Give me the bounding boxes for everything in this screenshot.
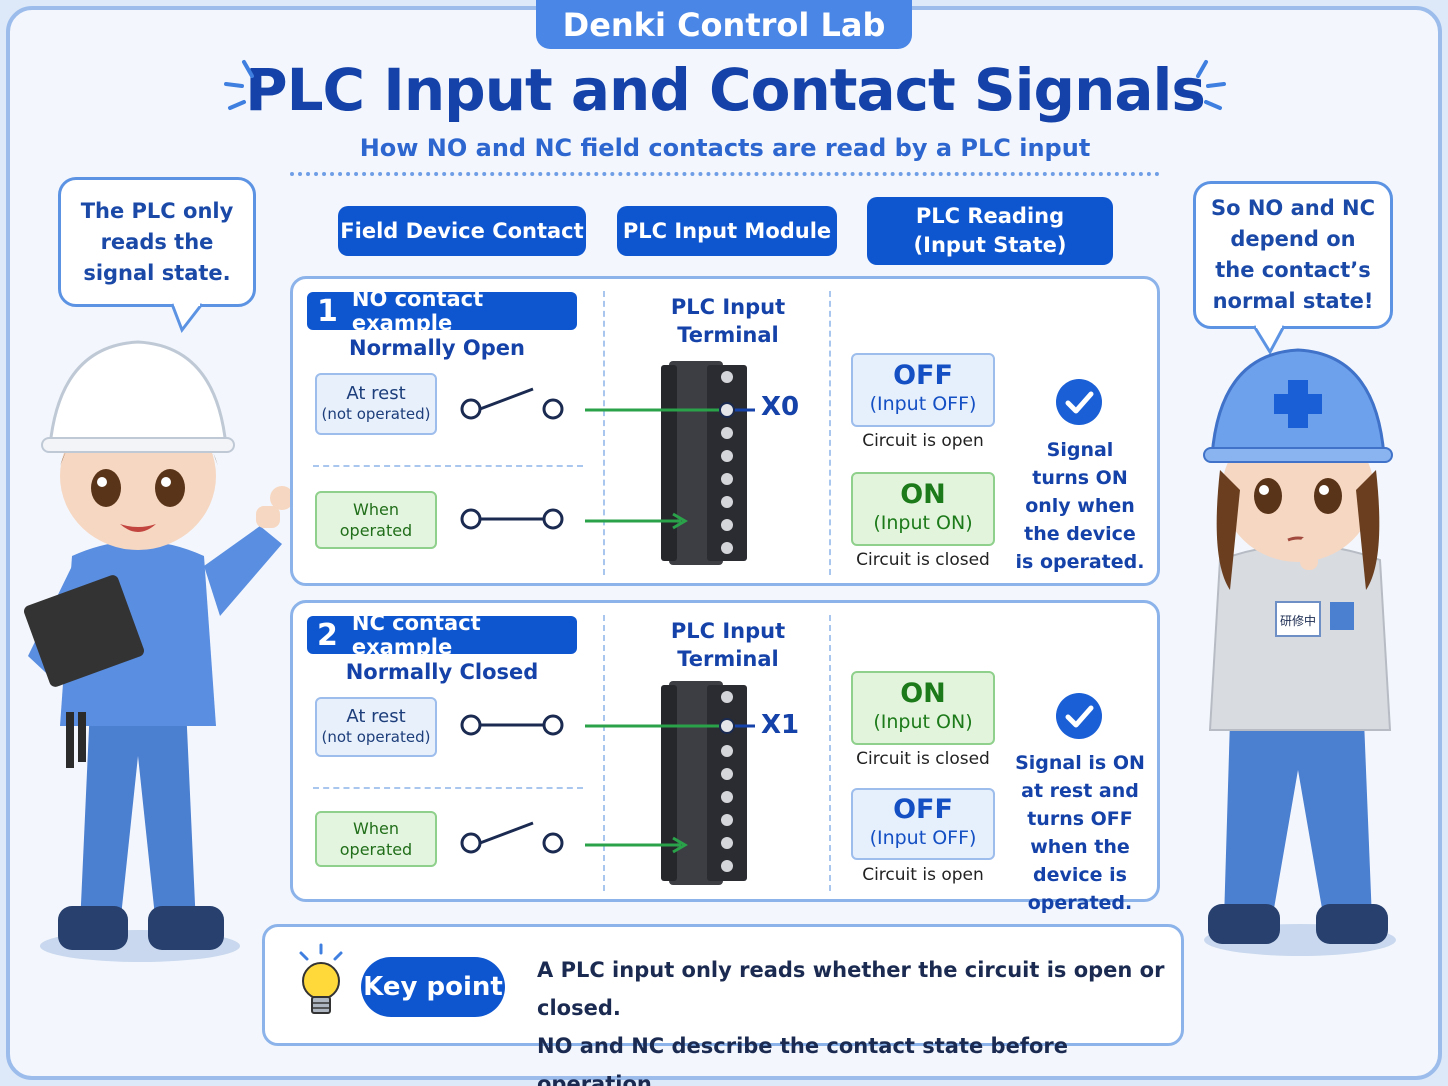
nc-operated-state-sub: (Input OFF) xyxy=(869,827,977,849)
key-point-line1: A PLC input only reads whether the circu… xyxy=(537,958,1165,1020)
brand-tab: Denki Control Lab xyxy=(536,0,912,49)
no-rest-caption: Circuit is open xyxy=(862,431,984,451)
nc-col-divider-2 xyxy=(829,615,831,891)
no-terminal-title: PLC Input Terminal xyxy=(643,293,813,349)
no-row-divider xyxy=(313,465,583,467)
nc-terminal-block-icon xyxy=(585,681,755,885)
nc-col-divider-1 xyxy=(603,615,605,891)
trainee-badge: 研修中 xyxy=(1280,613,1316,628)
reading-header-line2: (Input State) xyxy=(913,233,1067,257)
key-point-label: Key point xyxy=(361,957,505,1017)
no-operated-state: ON xyxy=(900,479,946,510)
sparkle-left-icon xyxy=(224,60,254,110)
no-example-tab: 1 NO contact example xyxy=(307,287,577,335)
page-title: PLC Input and Contact Signals xyxy=(245,56,1206,124)
no-col-divider-2 xyxy=(829,291,831,575)
sparkle-right-icon xyxy=(1196,60,1226,110)
page-subtitle: How NO and NC field contacts are read by… xyxy=(359,134,1091,162)
nc-switch-open-icon xyxy=(460,821,564,854)
key-point-box: Key point A PLC input only reads whether… xyxy=(262,924,1184,1086)
nc-summary: Signal is ON at rest and turns OFF when … xyxy=(1015,752,1145,914)
nc-contact-panel: 2 NC contact example Normally Closed At … xyxy=(290,600,1160,914)
column-header-plc-reading: PLC Reading (Input State) xyxy=(867,197,1113,265)
engineer-girl-illustration: 研修中 xyxy=(1203,348,1396,956)
no-operated-result: ON (Input ON) xyxy=(851,472,995,546)
speech-bubble-right: So NO and NC depend on the contact’s nor… xyxy=(1193,181,1393,329)
nc-rest-small: (not operated) xyxy=(321,728,431,746)
nc-input-address: X1 xyxy=(761,710,800,740)
reading-header-line1: PLC Reading xyxy=(915,204,1065,228)
nc-rest-state: ON xyxy=(900,678,946,709)
bubble-left-tail xyxy=(170,300,204,334)
light-bulb-icon xyxy=(299,943,343,1014)
nc-row-divider xyxy=(313,787,583,789)
speech-bubble-left: The PLC only reads the signal state. xyxy=(58,177,256,307)
nc-rest-label: At rest (not operated) xyxy=(315,697,437,757)
nc-rest-main: At rest xyxy=(346,706,406,727)
no-rest-small: (not operated) xyxy=(321,405,431,423)
column-header-field-device: Field Device Contact xyxy=(338,206,586,256)
no-example-label: NO contact example xyxy=(351,287,484,335)
no-check-icon xyxy=(1056,379,1102,425)
nc-terminal-title: PLC Input Terminal xyxy=(643,617,813,673)
nc-example-label: NC contact example xyxy=(351,611,481,659)
no-rest-label: At rest (not operated) xyxy=(315,373,437,435)
nc-terminal-line2: Terminal xyxy=(677,647,779,671)
key-point-text: A PLC input only reads whether the circu… xyxy=(537,951,1181,1086)
nc-operated-label: When operated xyxy=(315,811,437,867)
key-point-line2: NO and NC describe the contact state bef… xyxy=(537,1034,1068,1086)
no-switch-open-icon xyxy=(460,387,564,420)
engineer-boy-illustration xyxy=(23,340,294,962)
nc-rest-state-sub: (Input ON) xyxy=(873,711,973,733)
no-switch-closed-icon xyxy=(460,508,564,530)
no-operated-state-sub: (Input ON) xyxy=(873,512,973,534)
no-terminal-line2: Terminal xyxy=(677,323,779,347)
nc-terminal-line1: PLC Input xyxy=(670,619,786,643)
no-rest-result: OFF (Input OFF) xyxy=(851,353,995,427)
no-terminal-block-icon xyxy=(585,361,755,565)
nc-operated-state: OFF xyxy=(893,794,953,825)
nc-check-icon xyxy=(1056,693,1102,739)
no-rest-main: At rest xyxy=(346,383,406,404)
no-example-number: 1 xyxy=(317,293,338,329)
nc-example-number: 2 xyxy=(317,617,338,653)
nc-rest-result: ON (Input ON) xyxy=(851,671,995,745)
no-operated-caption: Circuit is closed xyxy=(856,550,990,570)
nc-operated-result: OFF (Input OFF) xyxy=(851,788,995,860)
no-terminal-line1: PLC Input xyxy=(670,295,786,319)
no-rest-state-sub: (Input OFF) xyxy=(869,393,977,415)
no-mode-label: Normally Open xyxy=(349,336,525,360)
column-header-plc-module: PLC Input Module xyxy=(617,206,837,256)
no-summary: Signal turns ON only when the device is … xyxy=(1015,439,1145,573)
no-contact-panel: 1 NO contact example Normally Open At re… xyxy=(290,276,1160,586)
nc-example-tab: 2 NC contact example xyxy=(307,611,577,659)
nc-mode-label: Normally Closed xyxy=(345,660,539,684)
no-rest-state: OFF xyxy=(893,360,953,391)
no-operated-label: When operated xyxy=(315,491,437,549)
nc-operated-caption: Circuit is open xyxy=(862,865,984,885)
nc-switch-closed-icon xyxy=(460,714,564,736)
bubble-right-tail xyxy=(1252,322,1286,356)
title-divider xyxy=(290,172,1160,176)
no-col-divider-1 xyxy=(603,291,605,575)
no-input-address: X0 xyxy=(761,392,800,422)
nc-rest-caption: Circuit is closed xyxy=(856,749,990,769)
